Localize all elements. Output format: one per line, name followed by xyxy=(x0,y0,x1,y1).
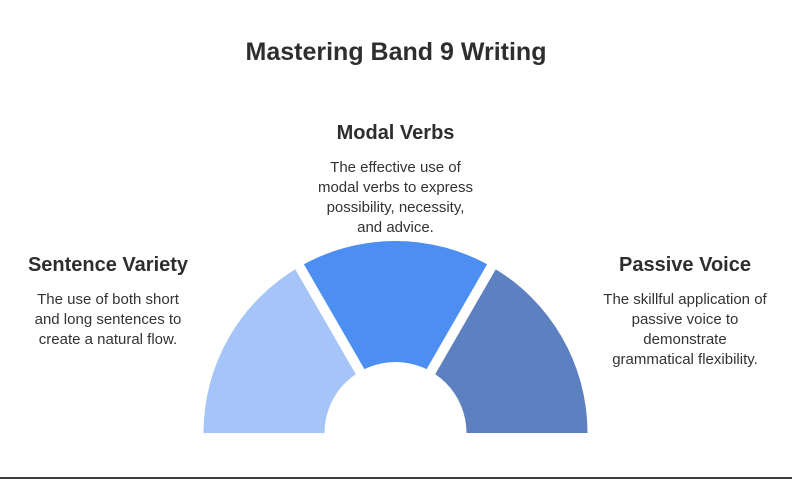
label-block-modal-verbs: Modal Verbs The effective use of modal v… xyxy=(277,121,514,238)
chart-segment-modal-verbs xyxy=(299,240,492,433)
donut-hole xyxy=(324,362,467,481)
segment-description-sentence-variety: The use of both short and long sentences… xyxy=(34,291,182,348)
label-block-passive-voice: Passive Voice The skillful application o… xyxy=(580,253,790,370)
segment-title-passive-voice: Passive Voice xyxy=(619,254,751,276)
segment-title-sentence-variety: Sentence Variety xyxy=(27,254,189,276)
page-title: Mastering Band 9 Writing xyxy=(245,38,547,66)
segment-title-modal-verbs: Modal Verbs xyxy=(336,122,455,144)
label-block-sentence-variety: Sentence Variety The use of both short a… xyxy=(4,253,212,350)
segment-description-modal-verbs: The effective use of modal verbs to expr… xyxy=(317,159,474,236)
segment-description-passive-voice: The skillful application of passive voic… xyxy=(603,291,767,368)
bottom-divider xyxy=(0,477,792,479)
